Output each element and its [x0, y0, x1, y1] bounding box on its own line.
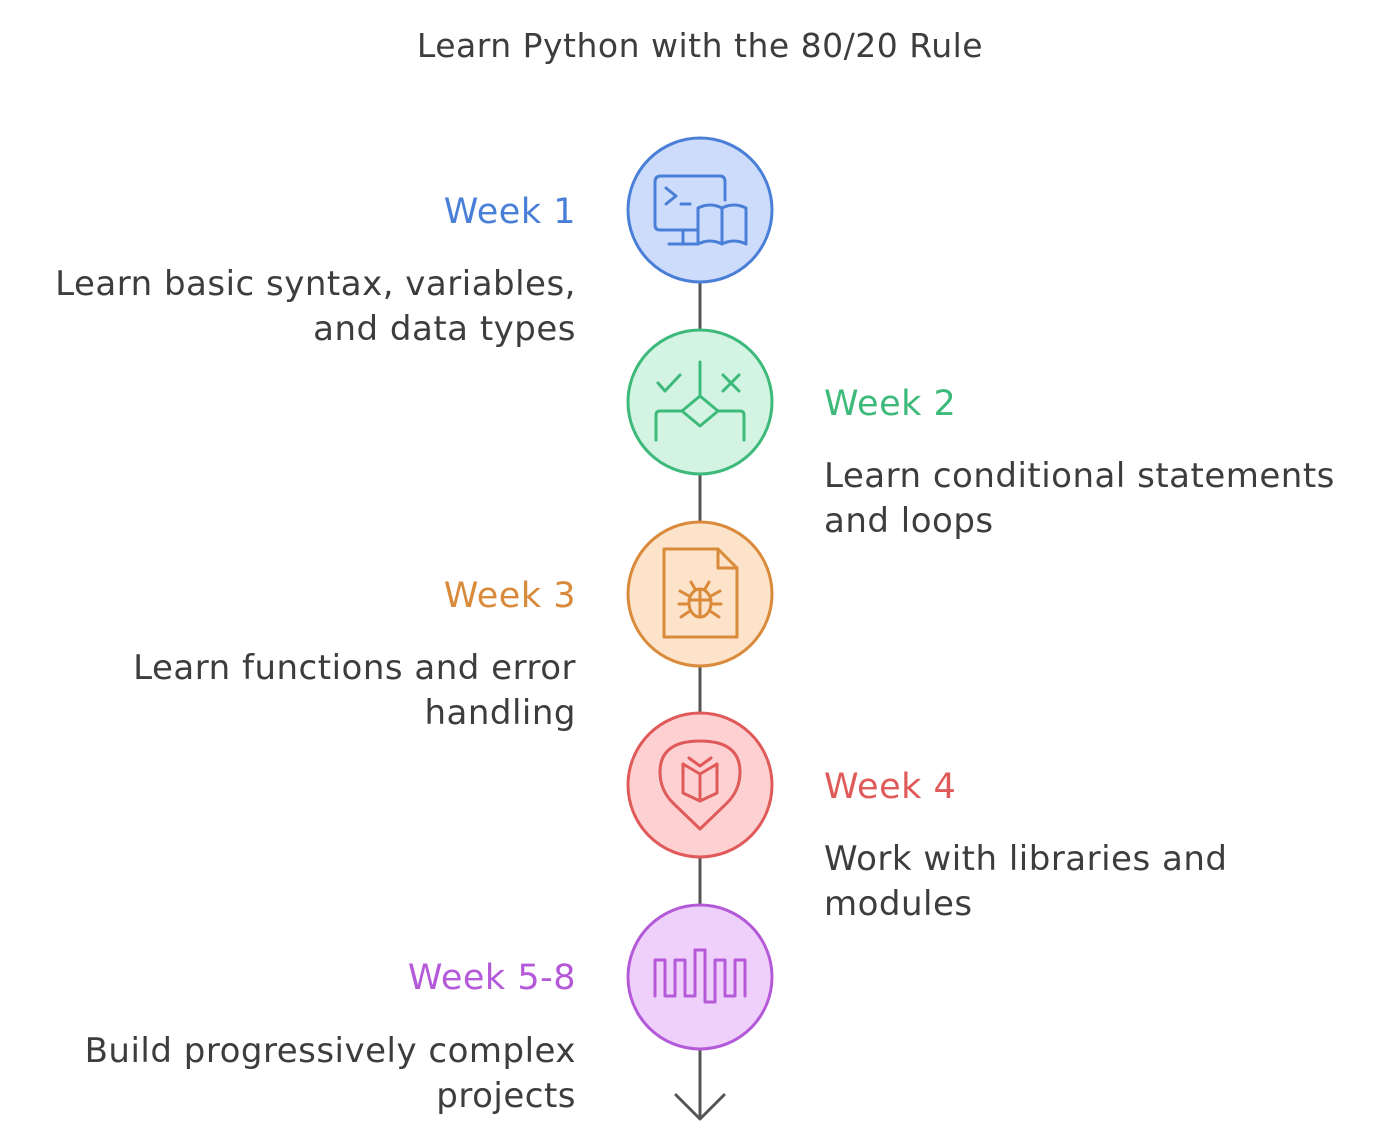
bug-file-icon — [662, 547, 739, 639]
step-5-description: Build progressively complex projects — [84, 1031, 576, 1116]
terminal-book-icon — [653, 174, 748, 246]
step-1-circle — [626, 136, 774, 284]
step-3-node — [626, 520, 774, 668]
step-2-description: Learn conditional statements and loops — [824, 456, 1335, 541]
step-2-label: Week 2 — [824, 384, 957, 424]
step-1-node — [626, 136, 774, 284]
step-5-circle — [626, 903, 774, 1051]
square-wave-icon — [653, 948, 747, 1004]
step-4-label: Week 4 — [824, 767, 957, 807]
step-5-node — [626, 903, 774, 1051]
step-1-description: Learn basic syntax, variables, and data … — [55, 264, 576, 349]
book-location-pin-icon — [658, 739, 742, 831]
step-2-node — [626, 328, 774, 476]
step-3-description: Learn functions and error handling — [133, 648, 576, 733]
diagram-title: Learn Python with the 80/20 Rule — [416, 26, 984, 65]
timeline-arrowhead — [674, 1093, 726, 1121]
step-5-label: Week 5-8 — [407, 958, 576, 998]
step-2-circle — [626, 328, 774, 476]
step-3-label: Week 3 — [443, 576, 576, 616]
step-4-node — [626, 711, 774, 859]
step-1-label: Week 1 — [443, 192, 576, 232]
decision-branch-icon — [654, 360, 746, 442]
step-4-description: Work with libraries and modules — [824, 839, 1228, 924]
